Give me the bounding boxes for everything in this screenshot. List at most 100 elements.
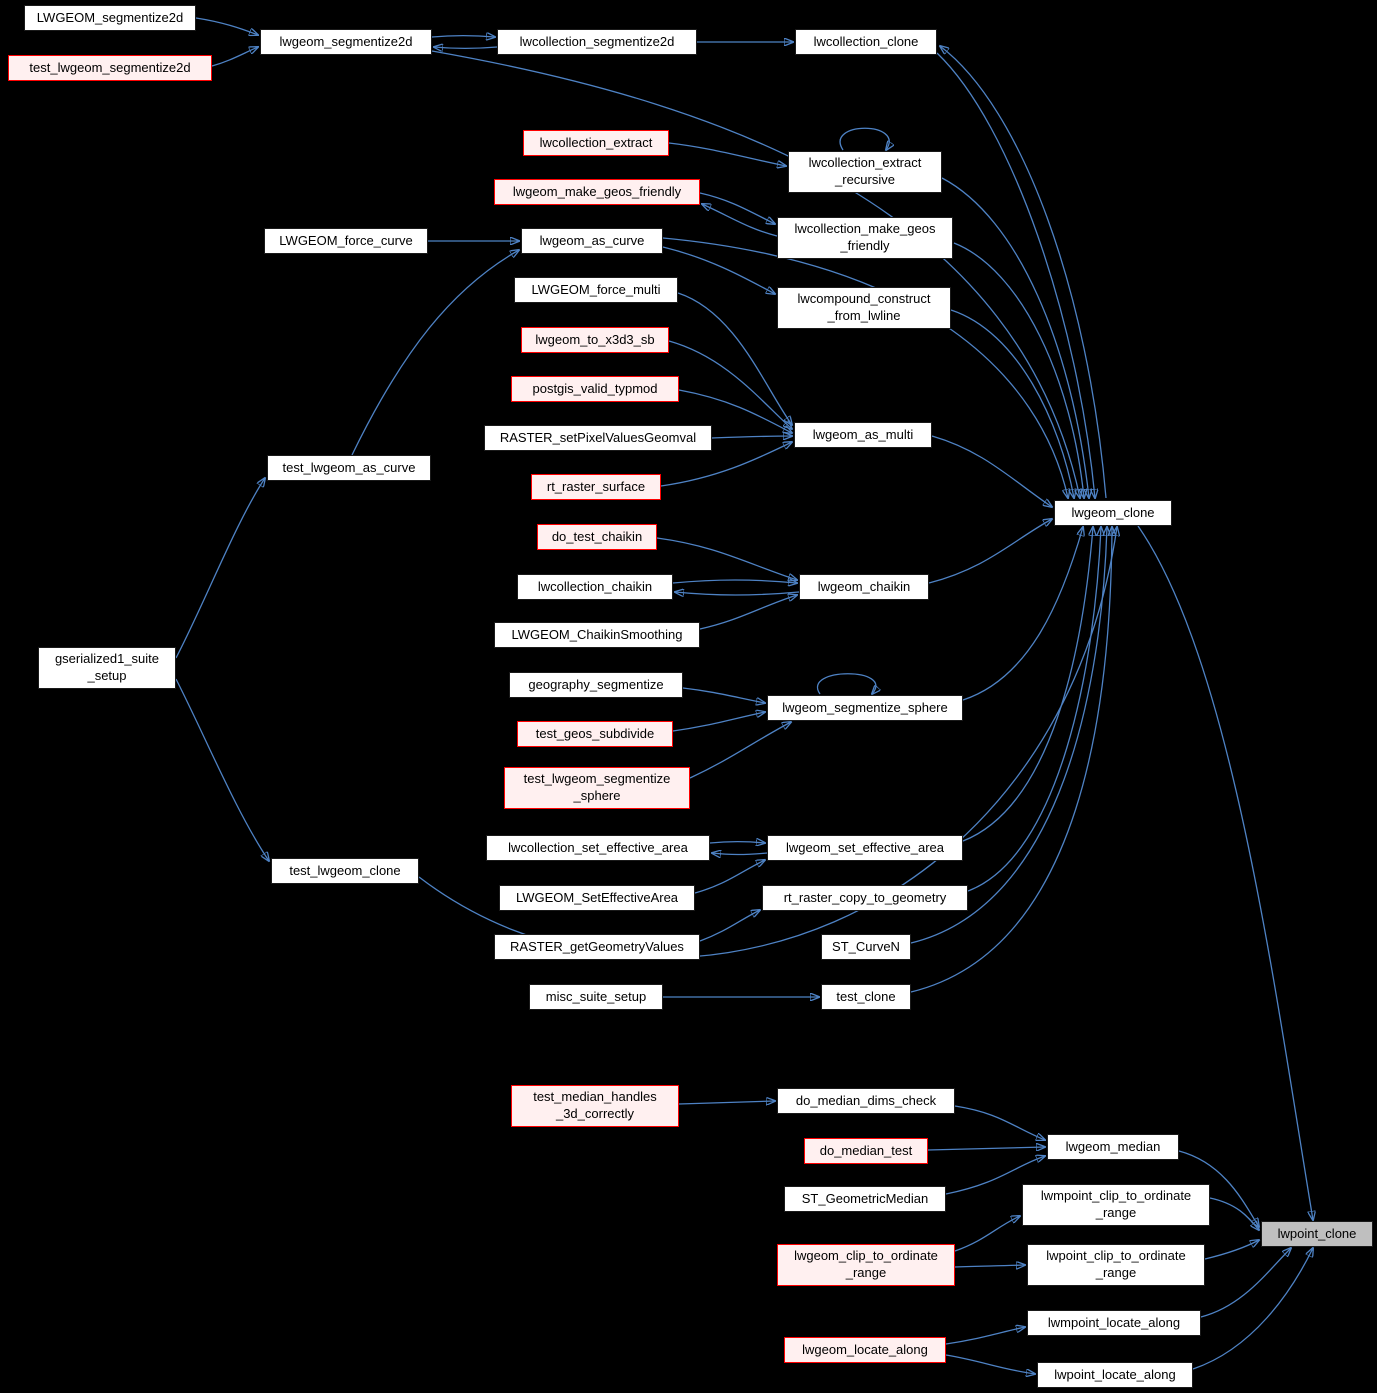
node-lwgeom-locate-along[interactable]: lwgeom_locate_along bbox=[784, 1337, 946, 1363]
node-do-median-test[interactable]: do_median_test bbox=[804, 1138, 928, 1164]
node-lwgeom-to-x3d3-sb[interactable]: lwgeom_to_x3d3_sb bbox=[521, 327, 669, 353]
node-lwcollection-segmentize2d[interactable]: lwcollection_segmentize2d bbox=[497, 29, 697, 55]
edge-test_geos_subdivide-lwgeom_segmentize_sphere bbox=[672, 712, 765, 732]
edge-lwmpoint_clip_to_ordinate_range-lwpoint_clone bbox=[1209, 1197, 1259, 1230]
edge-RASTER_setPixelValuesGeomval-lwgeom_as_multi bbox=[711, 436, 792, 438]
edge-LWGEOM_SetEffectiveArea-lwgeom_set_effective_area bbox=[694, 860, 765, 894]
node-lwcollection-extract[interactable]: lwcollection_extract bbox=[523, 130, 669, 156]
node-lwpoint-clip-to-ordinate-range[interactable]: lwpoint_clip_to_ordinate _range bbox=[1027, 1244, 1205, 1286]
node-test-lwgeom-segmentize-sphere[interactable]: test_lwgeom_segmentize _sphere bbox=[504, 767, 690, 809]
edge-lwcompound_construct_from_lwline-lwgeom_clone bbox=[950, 309, 1074, 498]
node-lwgeom-as-curve[interactable]: lwgeom_as_curve bbox=[521, 228, 663, 254]
node-lwpoint-locate-along[interactable]: lwpoint_locate_along bbox=[1037, 1362, 1193, 1388]
node-postgis-valid-typmod[interactable]: postgis_valid_typmod bbox=[511, 376, 679, 402]
node-lwcollection-chaikin[interactable]: lwcollection_chaikin bbox=[517, 574, 673, 600]
edge-test_lwgeom_segmentize_sphere-lwgeom_segmentize_sphere bbox=[689, 722, 791, 779]
edge-gserialized1_suite_setup-test_lwgeom_clone bbox=[175, 678, 269, 861]
edge-lwgeom_as_curve-lwcompound_construct_from_lwline bbox=[662, 246, 775, 294]
edge-postgis_valid_typmod-lwgeom_as_multi bbox=[678, 389, 792, 433]
edge-lwgeom_clip_to_ordinate_range-lwpoint_clip_to_ordinate_range bbox=[954, 1265, 1025, 1267]
edge-rt_raster_copy_to_geometry-lwgeom_clone bbox=[967, 527, 1101, 892]
node-lwgeom-clip-to-ordinate-range[interactable]: lwgeom_clip_to_ordinate _range bbox=[777, 1244, 955, 1286]
node-misc-suite-setup[interactable]: misc_suite_setup bbox=[529, 984, 663, 1010]
node-lwmpoint-locate-along[interactable]: lwmpoint_locate_along bbox=[1027, 1310, 1201, 1336]
edge-ST_GeometricMedian-lwgeom_median bbox=[945, 1156, 1045, 1195]
node-lwgeom-force-curve[interactable]: LWGEOM_force_curve bbox=[264, 228, 428, 254]
node-lwgeom-make-geos-friendly[interactable]: lwgeom_make_geos_friendly bbox=[494, 179, 700, 205]
edge-do_test_chaikin-lwgeom_chaikin bbox=[656, 537, 797, 580]
node-lwgeom-as-multi[interactable]: lwgeom_as_multi bbox=[794, 422, 932, 448]
edge-lwgeom_segmentize2d-lwcollection_segmentize2d bbox=[431, 36, 495, 38]
node-st-curven[interactable]: ST_CurveN bbox=[821, 934, 911, 960]
node-test-geos-subdivide[interactable]: test_geos_subdivide bbox=[517, 721, 673, 747]
node-lwgeom-segmentize-sphere[interactable]: lwgeom_segmentize_sphere bbox=[767, 695, 963, 721]
edge-lwpoint_locate_along-lwpoint_clone bbox=[1192, 1248, 1313, 1370]
edge-lwcollection_set_effective_area-lwgeom_set_effective_area bbox=[709, 842, 765, 844]
edge-lwgeom_set_effective_area-lwcollection_set_effective_area bbox=[712, 853, 768, 855]
edge-rt_raster_surface-lwgeom_as_multi bbox=[660, 442, 792, 487]
node-test-lwgeom-segmentize2d[interactable]: test_lwgeom_segmentize2d bbox=[8, 55, 212, 81]
edge-test_lwgeom_segmentize2d-lwgeom_segmentize2d bbox=[211, 47, 258, 67]
edge-ST_CurveN-lwgeom_clone bbox=[910, 527, 1107, 944]
node-lwmpoint-clip-to-ordinate-range[interactable]: lwmpoint_clip_to_ordinate _range bbox=[1022, 1184, 1210, 1226]
node-lwgeom-force-multi[interactable]: LWGEOM_force_multi bbox=[514, 277, 678, 303]
node-lwcollection-make-geos-friendly[interactable]: lwcollection_make_geos _friendly bbox=[777, 217, 953, 259]
node-lwpoint-clone-focus: lwpoint_clone bbox=[1261, 1221, 1373, 1247]
edge-lwgeom_set_effective_area-lwgeom_clone bbox=[962, 527, 1093, 842]
edge-test_median_handles_3d_correctly-do_median_dims_check bbox=[678, 1101, 775, 1104]
edge-lwcollection_extract_recursive-self bbox=[839, 127, 889, 150]
node-raster-getgeometryvalues[interactable]: RASTER_getGeometryValues bbox=[494, 934, 700, 960]
edge-lwcollection_make_geos_friendly-lwgeom_clone bbox=[953, 242, 1084, 498]
node-lwgeom-segmentize2d[interactable]: lwgeom_segmentize2d bbox=[260, 29, 432, 55]
node-do-median-dims-check[interactable]: do_median_dims_check bbox=[777, 1088, 955, 1114]
edge-lwgeom_segmentize_sphere-lwgeom_clone bbox=[962, 527, 1083, 701]
node-geography-segmentize[interactable]: geography_segmentize bbox=[509, 672, 683, 698]
node-rt-raster-surface[interactable]: rt_raster_surface bbox=[531, 474, 661, 500]
node-test-lwgeom-as-curve[interactable]: test_lwgeom_as_curve bbox=[267, 455, 431, 481]
edge-lwgeom_clip_to_ordinate_range-lwmpoint_clip_to_ordinate_range bbox=[954, 1216, 1020, 1252]
edge-lwgeom_median-lwpoint_clone bbox=[1178, 1150, 1259, 1227]
node-lwcollection-extract-recursive[interactable]: lwcollection_extract _recursive bbox=[788, 151, 942, 193]
edge-lwgeom_to_x3d3_sb-lwgeom_as_multi bbox=[668, 340, 792, 429]
node-lwgeom-segmentize2d-caller[interactable]: LWGEOM_segmentize2d bbox=[24, 5, 196, 31]
edge-geography_segmentize-lwgeom_segmentize_sphere bbox=[682, 687, 765, 703]
node-lwcompound-construct-from-lwline[interactable]: lwcompound_construct _from_lwline bbox=[777, 287, 951, 329]
node-test-clone[interactable]: test_clone bbox=[821, 984, 911, 1010]
node-lwgeom-set-effective-area[interactable]: lwgeom_set_effective_area bbox=[767, 835, 963, 861]
edge-gserialized1_suite_setup-test_lwgeom_as_curve bbox=[175, 478, 265, 659]
edge-test_clone-lwgeom_clone bbox=[910, 527, 1112, 993]
edge-lwpoint_clip_to_ordinate_range-lwpoint_clone bbox=[1204, 1240, 1259, 1260]
node-lwcollection-set-effective-area[interactable]: lwcollection_set_effective_area bbox=[486, 835, 710, 861]
node-lwgeom-chaikinsmoothing[interactable]: LWGEOM_ChaikinSmoothing bbox=[494, 622, 700, 648]
edge-lwcollection_segmentize2d-lwgeom_segmentize2d bbox=[434, 47, 498, 49]
node-lwgeom-chaikin[interactable]: lwgeom_chaikin bbox=[799, 574, 929, 600]
node-st-geometricmedian[interactable]: ST_GeometricMedian bbox=[784, 1186, 946, 1212]
node-lwgeom-median[interactable]: lwgeom_median bbox=[1047, 1134, 1179, 1160]
edge-lwgeom_as_curve-lwgeom_clone bbox=[662, 237, 1068, 498]
node-test-lwgeom-clone[interactable]: test_lwgeom_clone bbox=[271, 858, 419, 884]
node-rt-raster-copy-to-geometry[interactable]: rt_raster_copy_to_geometry bbox=[762, 885, 968, 911]
edge-lwcollection_extract_recursive-lwgeom_clone bbox=[941, 177, 1089, 498]
node-raster-setpixelvaluesgeomval[interactable]: RASTER_setPixelValuesGeomval bbox=[484, 425, 712, 451]
node-lwgeom-clone[interactable]: lwgeom_clone bbox=[1054, 500, 1172, 526]
node-gserialized1-suite-setup[interactable]: gserialized1_suite _setup bbox=[38, 647, 176, 689]
edge-lwgeom_locate_along-lwmpoint_locate_along bbox=[945, 1327, 1025, 1345]
edge-LWGEOM_segmentize2d-lwgeom_segmentize2d bbox=[195, 17, 258, 35]
edge-lwgeom_as_multi-lwgeom_clone bbox=[931, 435, 1052, 507]
node-lwgeom-seteffectivearea[interactable]: LWGEOM_SetEffectiveArea bbox=[499, 885, 695, 911]
node-lwcollection-clone[interactable]: lwcollection_clone bbox=[795, 29, 937, 55]
edge-do_median_test-lwgeom_median bbox=[927, 1147, 1045, 1150]
edge-lwgeom_clone-lwcollection_clone bbox=[940, 46, 1107, 499]
node-do-test-chaikin[interactable]: do_test_chaikin bbox=[537, 524, 657, 550]
edge-lwgeom_chaikin-lwgeom_clone bbox=[928, 519, 1052, 584]
edge-lwgeom_locate_along-lwpoint_locate_along bbox=[945, 1354, 1035, 1374]
edge-lwcollection_make_geos_friendly-lwgeom_make_geos_friendly bbox=[702, 204, 778, 237]
node-test-median-handles-3d-correctly[interactable]: test_median_handles _3d_correctly bbox=[511, 1085, 679, 1127]
edge-LWGEOM_force_multi-lwgeom_as_multi bbox=[677, 292, 792, 425]
edge-test_lwgeom_as_curve-lwgeom_as_curve bbox=[351, 250, 519, 456]
edge-lwcollection_extract-lwcollection_extract_recursive bbox=[668, 142, 786, 166]
edge-LWGEOM_ChaikinSmoothing-lwgeom_chaikin bbox=[699, 595, 797, 630]
edge-lwgeom_segmentize_sphere-self bbox=[816, 673, 875, 694]
